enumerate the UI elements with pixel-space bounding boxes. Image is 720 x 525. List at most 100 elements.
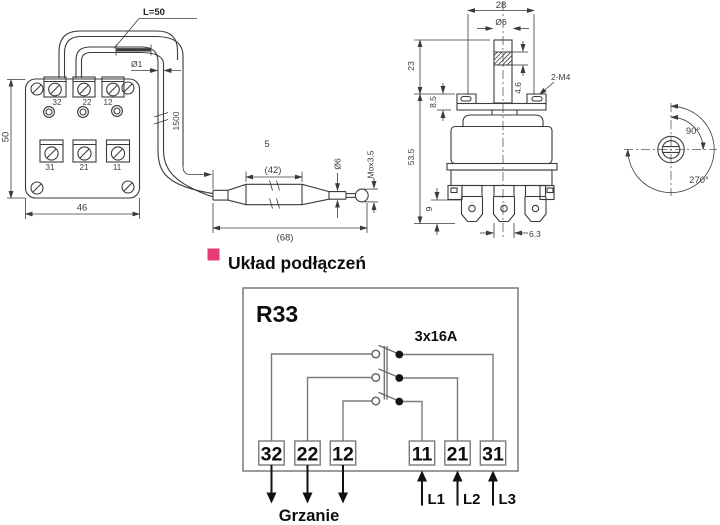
dimension-body-height: 53.5	[406, 93, 455, 225]
contact-node-icon	[395, 374, 404, 382]
svg-text:28: 28	[496, 0, 507, 11]
svg-text:Ø6: Ø6	[495, 17, 507, 27]
thermostat-body-front	[24, 78, 141, 199]
phase-arrows	[417, 470, 498, 506]
angle-label: 270°	[689, 175, 709, 186]
terminal-label: 11	[113, 163, 122, 172]
model-label: R33	[256, 301, 298, 327]
dimension-height: 50	[1, 78, 26, 199]
svg-text:2-M4: 2-M4	[551, 72, 571, 82]
up-arrow-icon	[488, 470, 498, 482]
dimension-flat-length: 4.6	[512, 41, 528, 94]
svg-text:9: 9	[424, 206, 434, 211]
thread-callout: 2-M4	[538, 72, 571, 96]
dimension-bulb-total: (68)	[212, 203, 368, 244]
dimension-width: 46	[24, 198, 141, 219]
spade-terminals	[460, 196, 547, 223]
terminal-row-bottom	[39, 139, 131, 163]
mounting-holes	[43, 105, 123, 118]
dimension-shaft-height: 23	[406, 39, 490, 95]
dimension-mount-spacing: 28	[467, 0, 535, 95]
dimension-tip: Mox3.5	[364, 150, 378, 213]
svg-text:6.3: 6.3	[529, 229, 541, 239]
rating-label: 3x16A	[415, 329, 458, 345]
dimension-capillary-diameter: Ø1	[131, 59, 181, 73]
terminal-label: 12	[104, 98, 113, 107]
down-arrow-icon	[302, 492, 313, 504]
section-title: Układ podłączeń	[228, 253, 366, 273]
terminal-label: 31	[46, 163, 55, 172]
dimension-terminal-length: 9	[424, 188, 461, 235]
front-view: 32 22 12 31 21 11 50	[1, 76, 141, 219]
load-arrows	[266, 465, 348, 504]
down-arrow-icon	[266, 492, 277, 504]
svg-text:4.6: 4.6	[513, 82, 523, 94]
contact-open-icon	[371, 396, 381, 406]
terminal-label: 22	[83, 98, 92, 107]
terminal-number: 12	[332, 444, 354, 466]
bulb-tip	[354, 188, 369, 203]
capillary-inner-wall	[75, 46, 214, 195]
dim-text: 5	[264, 139, 269, 150]
up-arrow-icon	[417, 470, 427, 482]
contact-node-icon	[395, 397, 404, 406]
down-arrow-icon	[338, 492, 348, 504]
contact-node-icon	[395, 350, 404, 359]
dim-text: L=50	[143, 7, 165, 18]
switch-body	[446, 110, 558, 201]
svg-text:53.5: 53.5	[406, 148, 416, 165]
dimension-shaft-diameter: Ø6	[477, 17, 529, 31]
dim-leader	[182, 165, 213, 177]
right-wires	[403, 353, 494, 441]
terminal-number: 32	[261, 444, 283, 466]
angle-label: 90°	[686, 126, 701, 137]
svg-text:23: 23	[406, 61, 416, 71]
dimension-bulb-inner: (42)	[245, 165, 303, 182]
dimension-terminal-width: 6.3	[480, 223, 541, 239]
mounting-bracket	[456, 93, 547, 111]
wiring-diagram: R33 3x16A	[242, 287, 519, 525]
switch-poles	[371, 344, 404, 406]
side-view: 28 Ø6 23 53.5 8.5	[406, 0, 571, 240]
arc-270	[625, 103, 715, 194]
terminal-number: 21	[447, 444, 469, 466]
terminal-number: 31	[482, 444, 504, 466]
load-label: Grzanie	[279, 507, 340, 525]
dimension-bracket-offset: 8.5	[428, 83, 451, 121]
svg-text:Ø6: Ø6	[333, 158, 343, 170]
shaft-flat-hatch	[493, 51, 513, 66]
terminal-row-top	[43, 76, 125, 98]
contact-open-icon	[371, 349, 381, 359]
terminal-boxes: 32 22 12 11 21 31	[258, 440, 507, 466]
break-marks	[269, 180, 280, 209]
dimension-bulb-diameter: Ø6	[333, 158, 343, 218]
accent-square-icon	[207, 248, 220, 261]
capillary-outer-wall	[63, 35, 184, 166]
contact-open-icon	[371, 372, 381, 383]
phase-label: L1	[428, 491, 446, 508]
left-wires	[270, 353, 372, 441]
diagram-frame	[242, 287, 519, 472]
length-callout: L=50	[113, 7, 197, 49]
section-heading: Układ podłączeń	[207, 248, 366, 273]
dim-text: Ø1	[131, 59, 143, 69]
capillary-inner-wall	[80, 51, 214, 198]
phase-label: L2	[463, 491, 481, 508]
svg-text:Mox3.5: Mox3.5	[366, 150, 376, 178]
dim-text: 50	[1, 132, 12, 143]
sensor-bulb: 5 (42) Ø6 Mox3.5 (68)	[212, 139, 378, 244]
terminal-label: 21	[80, 163, 89, 172]
corner-screw-icons	[30, 81, 135, 195]
terminal-number: 22	[297, 444, 319, 466]
dim-text: 46	[77, 203, 88, 214]
dim-text: 1500	[171, 111, 181, 130]
capillary-outer-wall	[58, 30, 179, 78]
rotation-view: 90° 270°	[624, 103, 717, 196]
terminal-number: 11	[412, 444, 433, 466]
capillary-tube: L=50 Ø1 1500	[58, 7, 214, 198]
svg-text:8.5: 8.5	[428, 96, 438, 108]
phase-label: L3	[499, 491, 517, 508]
terminal-label: 32	[53, 98, 62, 107]
